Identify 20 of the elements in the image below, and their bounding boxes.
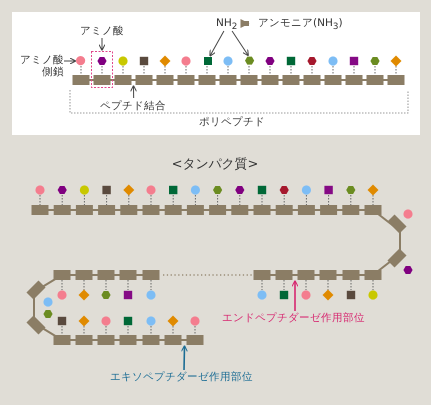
arrow [98,38,106,51]
amino-acid-label: アミノ酸 [80,25,124,37]
arrow [232,30,249,56]
side-chain-circle [76,56,86,66]
arrow [209,30,224,57]
amine-label: NH$_{2}$ [216,17,240,34]
arrow [64,58,76,64]
polypeptide-label: ポリペプチド [198,116,266,128]
section-heading: <タンパク質> [170,157,260,173]
arrow [130,85,138,98]
arrow [292,280,298,311]
side-chain-label: アミノ酸側鎖 [18,54,64,78]
arrow [240,19,250,28]
amino-acid-highlight-box [91,51,113,88]
exopeptidase-site-label: エキソペプチダーゼ作用部位 [110,371,256,383]
arrow [180,345,188,370]
peptide-bond-label: ペプチド結合 [100,100,166,112]
side-chain-hexagon [245,56,255,66]
endopeptidase-site-label: エンドペプチダーゼ作用部位 [222,312,368,324]
ammonia-label: アンモニア(NH$_{3}$) [258,17,344,34]
